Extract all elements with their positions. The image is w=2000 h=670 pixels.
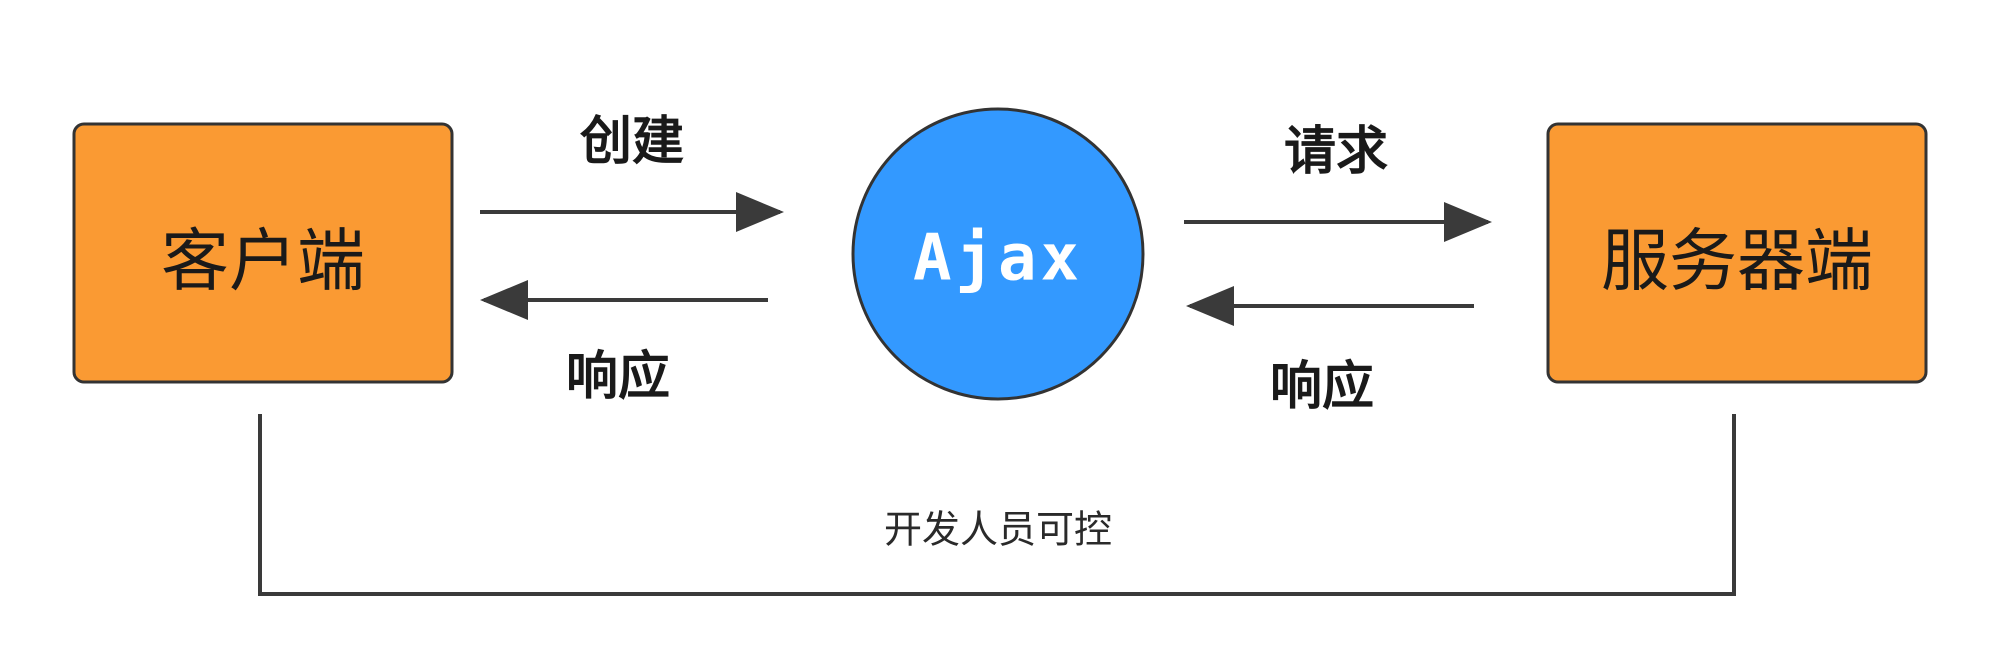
client-label: 客户端 <box>161 223 365 302</box>
edge-ajax-to-client: 响应 <box>480 280 768 407</box>
bracket-line <box>258 414 1736 596</box>
client-node: 客户端 <box>72 122 454 384</box>
client-box <box>72 122 454 384</box>
label-request: 请求 <box>1284 122 1388 182</box>
ajax-label: Ajax <box>913 222 1083 296</box>
ajax-node: Ajax <box>851 107 1145 401</box>
edge-server-to-ajax: 响应 <box>1186 286 1474 417</box>
edge-ajax-to-server: 请求 <box>1184 122 1492 242</box>
bracket-label: 开发人员可控 <box>884 508 1112 552</box>
edge-client-to-ajax: 创建 <box>480 112 784 232</box>
developer-scope-bracket: 开发人员可控 <box>258 414 1736 596</box>
label-create: 创建 <box>579 112 684 172</box>
server-node: 服务器端 <box>1546 122 1928 384</box>
server-label: 服务器端 <box>1601 223 1873 302</box>
server-box <box>1546 122 1928 384</box>
label-response-left: 响应 <box>566 347 670 407</box>
label-response-right: 响应 <box>1270 357 1374 417</box>
ajax-circle <box>851 107 1145 401</box>
